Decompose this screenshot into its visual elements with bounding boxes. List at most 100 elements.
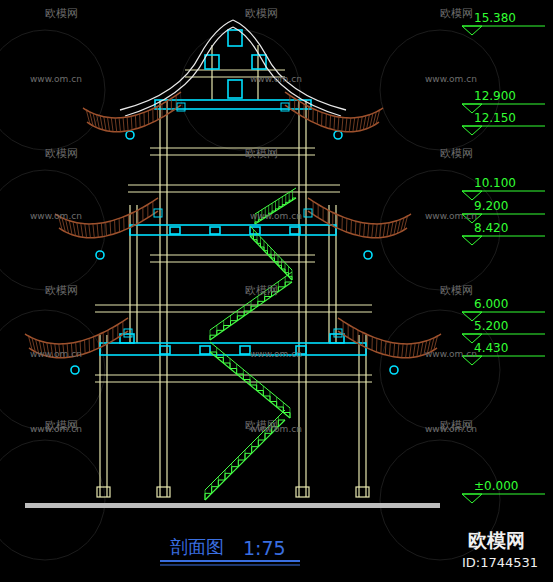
roof-tile-stroke (389, 342, 391, 356)
roof-tile-stroke (112, 327, 113, 340)
watermark-url: www.om.cn (425, 212, 477, 222)
elevation-value: 10.100 (474, 177, 516, 190)
eave-bracket (281, 103, 289, 111)
watermark-text: 欧模网 (45, 148, 78, 160)
roof-tile-stroke (127, 117, 128, 131)
watermark-url: www.om.cn (30, 425, 82, 435)
roof-tile-stroke (128, 215, 129, 228)
watermark-url: www.om.cn (250, 350, 302, 360)
roof-tile-stroke (385, 341, 387, 355)
roof-tile-stroke (81, 223, 83, 237)
roof-tile-stroke (368, 224, 369, 238)
stair-stringer (250, 236, 292, 280)
watermark-url: www.om.cn (425, 350, 477, 360)
roof-tile-stroke (329, 115, 331, 129)
roof-tile-stroke (117, 325, 118, 338)
roof-tile-stroke (406, 344, 408, 358)
roof-tile-stroke (367, 115, 370, 129)
watermark-logo: 欧模网 (468, 530, 525, 551)
elevation-value: 12.900 (474, 90, 516, 103)
watermark-text: 欧模网 (440, 8, 473, 20)
roof-tile-stroke (98, 335, 99, 348)
watermark-text: 欧模网 (245, 285, 278, 297)
roof-tile-stroke (114, 220, 116, 234)
roof-tile-stroke (383, 223, 385, 237)
roof-tile-stroke (93, 337, 94, 350)
roof-tile-stroke (317, 111, 318, 124)
roof-tile-stroke (313, 201, 314, 214)
roof-tile-stroke (157, 107, 158, 120)
elevation-triangle (462, 236, 482, 245)
roof-tile-stroke (139, 114, 141, 128)
roof-tile-stroke (367, 335, 368, 348)
roof-tile-stroke (105, 222, 107, 236)
stair-handrail (210, 272, 292, 330)
roof-tile-stroke (404, 216, 408, 230)
roof-tile-stroke (417, 343, 419, 357)
watermark-text: 欧模网 (45, 285, 78, 297)
roof-tile-stroke (332, 213, 333, 226)
watermark-circles (0, 30, 500, 560)
roof-tile-stroke (398, 344, 399, 358)
elevation-triangle (462, 494, 482, 503)
roof-tile-stroke (397, 219, 400, 233)
roof-tile-stroke (122, 321, 123, 334)
roof-tile-stroke (434, 336, 438, 350)
roof-tile-stroke (353, 327, 354, 340)
roof-tile-stroke (394, 343, 395, 357)
elevation-value: 9.200 (474, 200, 508, 213)
roof-tile-stroke (73, 222, 76, 236)
roof-tile-stroke (166, 101, 167, 114)
eave-bracket (304, 209, 312, 217)
roof-tile-stroke (409, 344, 411, 358)
watermark-url: www.om.cn (30, 350, 82, 360)
elevation-value: 12.150 (474, 112, 516, 125)
roof-tile-stroke (108, 117, 110, 131)
title-underline (160, 561, 300, 565)
roof-tile-stroke (89, 224, 91, 238)
roof-tile-stroke (327, 210, 328, 223)
roof-tile-stroke (107, 330, 108, 343)
stair-stringer (210, 352, 290, 418)
roof-tile-stroke (321, 112, 322, 126)
roof-tile-stroke (86, 110, 90, 124)
roof-tile-stroke (303, 104, 304, 117)
roof-tile-stroke (343, 321, 344, 334)
roof-tile-stroke (123, 118, 124, 132)
roof-tile-stroke (131, 116, 133, 130)
roof-tile-stroke (402, 344, 403, 358)
roof-tile-stroke (133, 213, 134, 226)
watermark-url: www.om.cn (425, 75, 477, 85)
roof-tile-stroke (115, 118, 117, 132)
roof-tile-stroke (325, 114, 327, 128)
eave-bracket (334, 329, 342, 337)
roof-tile-stroke (135, 115, 137, 129)
roof-tile-stroke (364, 223, 365, 237)
roof-tile-stroke (353, 118, 355, 132)
roof-tile-stroke (89, 338, 90, 352)
roof-tile-stroke (161, 104, 162, 117)
roof-tile-stroke (123, 217, 124, 230)
roof-tile-stroke (312, 109, 313, 122)
roof-tile-stroke (413, 343, 415, 357)
roof-tile-stroke (355, 221, 357, 235)
roof-tile-stroke (289, 95, 290, 108)
roof-tile-stroke (97, 224, 98, 238)
roof-tile-stroke (341, 217, 342, 230)
stair-steps (250, 236, 292, 280)
drawing-title: 剖面图 (170, 537, 224, 557)
roof-tile-stroke (338, 117, 339, 131)
roof-tile-stroke (77, 223, 79, 237)
roof-tile-stroke (387, 223, 389, 237)
watermark-url: www.om.cn (250, 425, 302, 435)
roof-tile-stroke (93, 113, 96, 127)
roof-tile-stroke (333, 116, 335, 130)
roof-tile-stroke (176, 95, 177, 108)
roof-tile-stroke (171, 99, 172, 112)
elevation-triangle (462, 191, 482, 200)
roof-tile-stroke (66, 219, 69, 233)
roof-tile-stroke (318, 205, 319, 218)
roof-tile-stroke (100, 116, 103, 130)
watermark-text: 欧模网 (440, 285, 473, 297)
roof-tile-stroke (362, 333, 363, 346)
